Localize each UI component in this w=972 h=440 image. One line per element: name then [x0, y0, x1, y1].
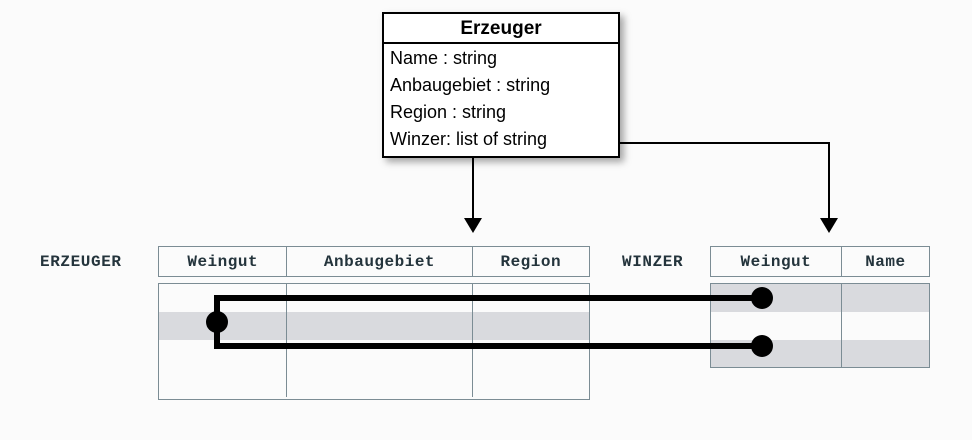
uml-attribute-list: Name : string Anbaugebiet : string Regio…: [384, 44, 618, 153]
table-cell: [286, 312, 472, 340]
uml-attribute: Anbaugebiet : string: [390, 75, 551, 95]
table-label-winzer: WINZER: [622, 253, 684, 271]
mapping-line-right-vertical: [828, 142, 830, 220]
arrow-down-icon-right: [820, 218, 838, 233]
arrow-down-icon-left: [464, 218, 482, 233]
table-label-erzeuger: ERZEUGER: [40, 253, 122, 271]
mapping-line-left-vertical: [472, 158, 474, 220]
reference-dot-icon-winzer-row3: [751, 335, 773, 357]
table-cell: [286, 368, 472, 397]
table-row[interactable]: [159, 312, 589, 340]
column-header-region: Region: [471, 247, 589, 276]
table-cell: [472, 340, 589, 368]
table-cell: [841, 312, 929, 340]
table-cell: [159, 368, 286, 397]
uml-attribute: Region : string: [390, 102, 507, 122]
column-header-anbaugebiet: Anbaugebiet: [286, 247, 471, 276]
uml-class-title: Erzeuger: [384, 14, 618, 44]
reference-link-upper: [214, 295, 762, 301]
reference-link-lower: [214, 343, 762, 349]
table-cell: [472, 312, 589, 340]
table-body-erzeuger: [158, 283, 590, 400]
uml-class-box-erzeuger: Erzeuger Name : string Anbaugebiet : str…: [382, 12, 620, 158]
table-header-erzeuger: Weingut Anbaugebiet Region: [158, 246, 590, 277]
mapping-line-right-stub: [604, 142, 830, 144]
table-cell: [286, 340, 472, 368]
table-cell: [472, 368, 589, 397]
column-header-name: Name: [840, 247, 929, 276]
table-cell: [841, 284, 929, 312]
uml-attribute: Winzer: list of string: [390, 129, 548, 149]
table-cell: [841, 340, 929, 367]
table-cell: [711, 312, 841, 340]
table-row[interactable]: [711, 312, 929, 340]
table-row[interactable]: [159, 368, 589, 397]
column-header-weingut: Weingut: [740, 252, 812, 271]
table-header-winzer: Weingut Name: [710, 246, 930, 277]
table-row[interactable]: [159, 340, 589, 368]
uml-attribute: Name : string: [390, 48, 498, 68]
reference-dot-icon-erzeuger: [206, 311, 228, 333]
reference-dot-icon-winzer-row1: [751, 287, 773, 309]
column-header-weingut: Weingut: [187, 252, 259, 271]
